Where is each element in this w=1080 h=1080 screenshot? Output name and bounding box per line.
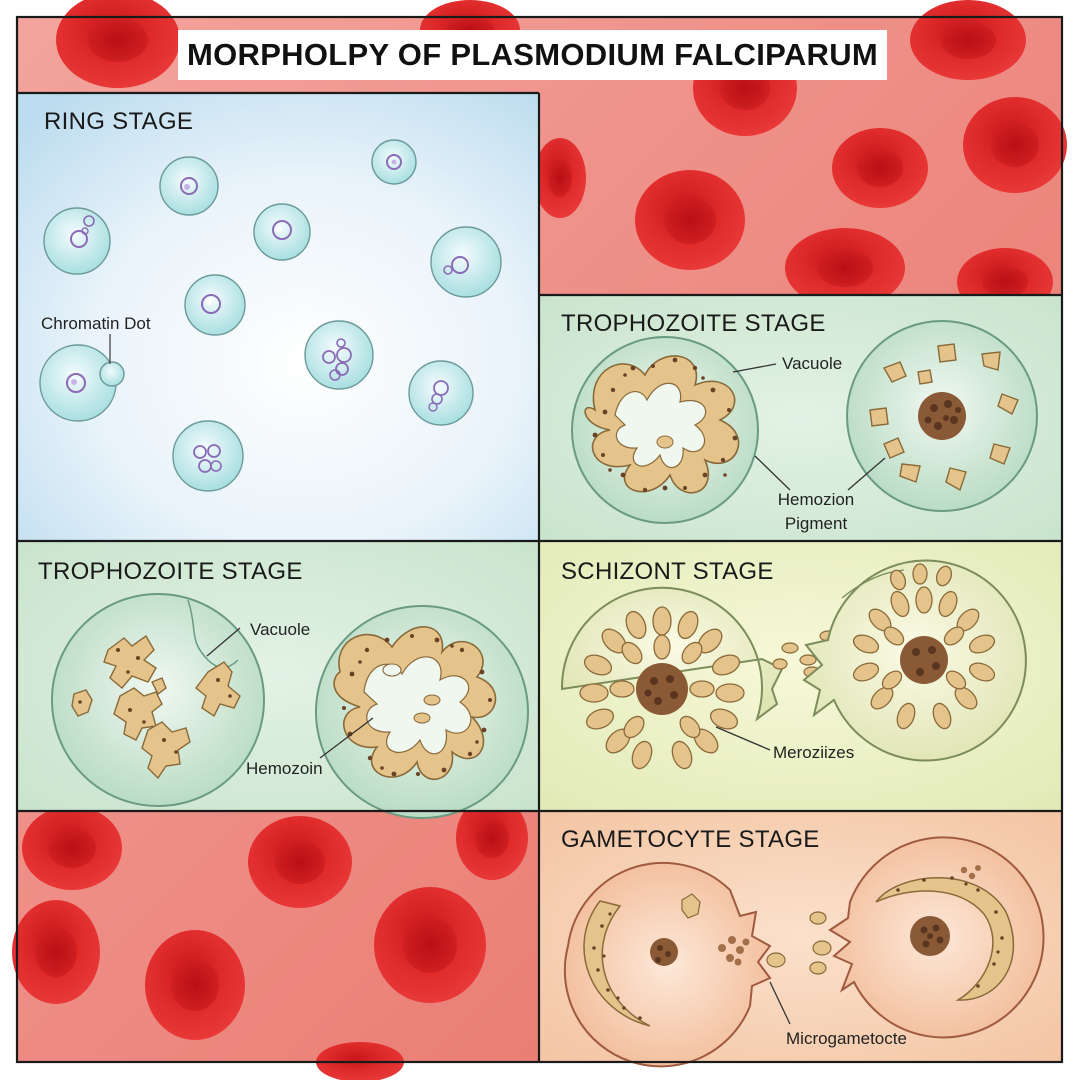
host-cell-amoeboid-fragments: [51, 593, 265, 807]
rbc-cell: [963, 97, 1067, 193]
infected-cell: [430, 226, 502, 298]
rbc-cell: [374, 887, 486, 1003]
hemozoin-label: Hemozoin: [246, 759, 323, 778]
panel-borders: [15, 15, 1064, 1064]
rbc-cell: [56, 0, 180, 88]
infected-cell: [159, 156, 219, 216]
trophozoite-left-cells: [51, 593, 529, 819]
gametocyte-cells: [563, 836, 1045, 1068]
hemozoin-pointer: [319, 717, 374, 759]
rbc-cell: [785, 228, 905, 308]
rbc-cell: [145, 930, 245, 1040]
rbc-cell: [248, 816, 352, 908]
infected-cell: [371, 139, 417, 185]
trophozoite-right-cells: [571, 320, 1038, 524]
pigment-label-line1: Hemozion: [777, 490, 855, 509]
trophozoite-left-heading: TROPHOZOITE STAGE: [38, 558, 303, 585]
schizont-cells: [560, 559, 1027, 770]
microgametocyte-pointer: [769, 981, 791, 1025]
vacuole-label-right: Vacuole: [782, 354, 843, 373]
schizont-cell-left: [560, 586, 784, 770]
gametocyte-mid-particles: [766, 911, 832, 975]
infected-cell: [253, 203, 311, 261]
microgametocyte-label: Microgametocte: [786, 1029, 907, 1048]
rbc-cell: [910, 0, 1026, 80]
gametocyte-cell-right: [828, 836, 1045, 1039]
infected-cell: [43, 207, 111, 275]
hemozion-pigment-label: Hemozion Pigment: [772, 488, 860, 536]
chromatin-dot-label: Chromatin Dot: [41, 314, 151, 333]
merozoites-pointer: [715, 726, 771, 751]
vacuole-pointer-left: [206, 627, 241, 657]
pigment-label-line2: Pigment: [784, 514, 848, 533]
released-microgametes: [718, 936, 750, 966]
trophozoite-right-heading: TROPHOZOITE STAGE: [561, 310, 826, 337]
infected-cell: [184, 274, 246, 336]
vacuole-label-left: Vacuole: [250, 620, 311, 639]
schizont-cell-right: [802, 559, 1027, 762]
chromatin-dot: [99, 361, 125, 387]
rbc-cell: [456, 796, 528, 880]
pigment-pointer-2: [847, 457, 886, 491]
vacuole-pointer-right: [732, 363, 777, 373]
gametocyte-heading: GAMETOCYTE STAGE: [561, 826, 820, 853]
rbc-cell: [832, 128, 928, 208]
page-title: MORPHOLPY OF PLASMODIUM FALCIPARUM: [186, 37, 879, 72]
gametocyte-cell-left: [563, 861, 772, 1068]
infected-cell: [304, 320, 374, 390]
host-cell-band: [846, 320, 1038, 512]
rbc-cell: [12, 900, 100, 1004]
ring-stage-panel: [17, 93, 539, 541]
rbc-cell: [22, 806, 122, 890]
rbc-cell: [635, 170, 745, 270]
infected-cell: [408, 360, 474, 426]
host-cell-amoeboid-2: [315, 605, 529, 819]
schizont-heading: SCHIZONT STAGE: [561, 558, 774, 585]
rbc-cell: [534, 138, 586, 218]
infected-cell: [172, 420, 244, 492]
merozoites-label: Meroziizes: [773, 743, 855, 762]
pigment-pointer-1: [754, 455, 791, 491]
ring-stage-heading: RING STAGE: [44, 108, 194, 135]
ring-stage-cells: [39, 139, 502, 492]
host-cell-amoeboid: [571, 336, 759, 524]
title-banner: MORPHOLPY OF PLASMODIUM FALCIPARUM: [178, 30, 887, 80]
